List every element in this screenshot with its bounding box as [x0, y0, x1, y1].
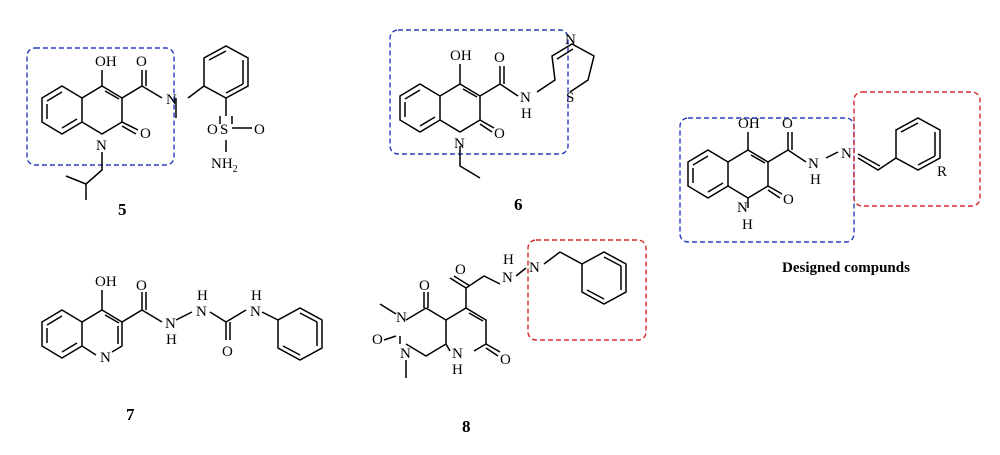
atom-n-3-7: N: [250, 304, 261, 320]
atom-o-sulfonyl-right-5: O: [254, 122, 265, 138]
atom-oh-designed: OH: [738, 116, 760, 132]
atom-oh-5: OH: [95, 54, 117, 70]
benzylidene-box-8: [527, 239, 647, 341]
atom-n-ring-5: N: [96, 138, 107, 154]
compound-8-structure: [379, 239, 647, 378]
benzylidene-box-designed: [853, 91, 981, 207]
atom-n-thiazole-6: N: [565, 32, 576, 48]
atom-o-right-8: O: [500, 352, 511, 368]
compound-label-8: 8: [462, 417, 471, 436]
atom-o-carbonyl-6: O: [494, 126, 505, 142]
atom-o-carbonyl-5: O: [140, 126, 151, 142]
quinolone-scaffold-box-6: [389, 29, 569, 155]
atom-o-1-7: O: [136, 278, 147, 294]
atom-o-2-7: O: [222, 344, 233, 360]
atom-h-ring-designed: H: [742, 217, 753, 233]
atom-h-ring-8: H: [452, 362, 463, 378]
designed-compounds-caption: Designed compunds: [782, 260, 910, 276]
atom-h-1-7: H: [166, 332, 177, 348]
compound-7-structure: [41, 290, 323, 361]
atom-n-ring-7: N: [100, 350, 111, 366]
atom-o-carbonyl-designed: O: [783, 192, 794, 208]
atom-n-1-8: N: [502, 270, 513, 286]
atom-n-3-8: N: [396, 310, 407, 326]
compound-label-5: 5: [118, 200, 127, 219]
atom-s-thiazole-6: S: [566, 90, 574, 106]
compound-6-structure: [389, 29, 595, 179]
atom-nh2-5: NH2: [211, 156, 238, 175]
atom-n-amide-6: N: [520, 90, 531, 106]
atom-n-imine-designed: N: [841, 146, 852, 162]
atom-s-5: S: [220, 122, 228, 138]
atom-h-1-8: H: [503, 252, 514, 268]
atom-n-2-8: N: [529, 260, 540, 276]
atom-o-amide-8: O: [455, 262, 466, 278]
compound-label-7: 7: [126, 405, 135, 424]
atom-n-amide-5: N: [166, 92, 177, 108]
atom-n-ring-6: N: [454, 136, 465, 152]
atom-o-amide-6: O: [494, 50, 505, 66]
atom-h-amide-6: H: [521, 106, 532, 122]
compound-label-6: 6: [514, 195, 523, 214]
atom-o-amide-designed: O: [782, 116, 793, 132]
atom-oh-6: OH: [450, 48, 472, 64]
atom-n-ring-designed: N: [737, 200, 748, 216]
atom-n-2-7: N: [196, 304, 207, 320]
atom-o-left-8: O: [372, 332, 383, 348]
atom-n-amide-designed: N: [808, 156, 819, 172]
quinolone-scaffold-box-5: [26, 47, 175, 166]
atom-o-amide-5: O: [136, 54, 147, 70]
atom-oh-7: OH: [95, 274, 117, 290]
atom-nh-ring-8: N: [452, 346, 463, 362]
atom-o-top-8: O: [419, 278, 430, 294]
atom-n-4-8: N: [400, 346, 411, 362]
atom-h-3-7: H: [251, 288, 262, 304]
atom-r-substituent: R: [937, 164, 947, 180]
atom-n-1-7: N: [165, 316, 176, 332]
atom-o-sulfonyl-left-5: O: [207, 122, 218, 138]
designed-compound-structure: [679, 91, 981, 243]
quinolone-scaffold-box-designed: [679, 117, 855, 243]
atom-h-2-7: H: [197, 288, 208, 304]
atom-h-amide-designed: H: [810, 172, 821, 188]
compound-5-structure: [26, 45, 252, 200]
